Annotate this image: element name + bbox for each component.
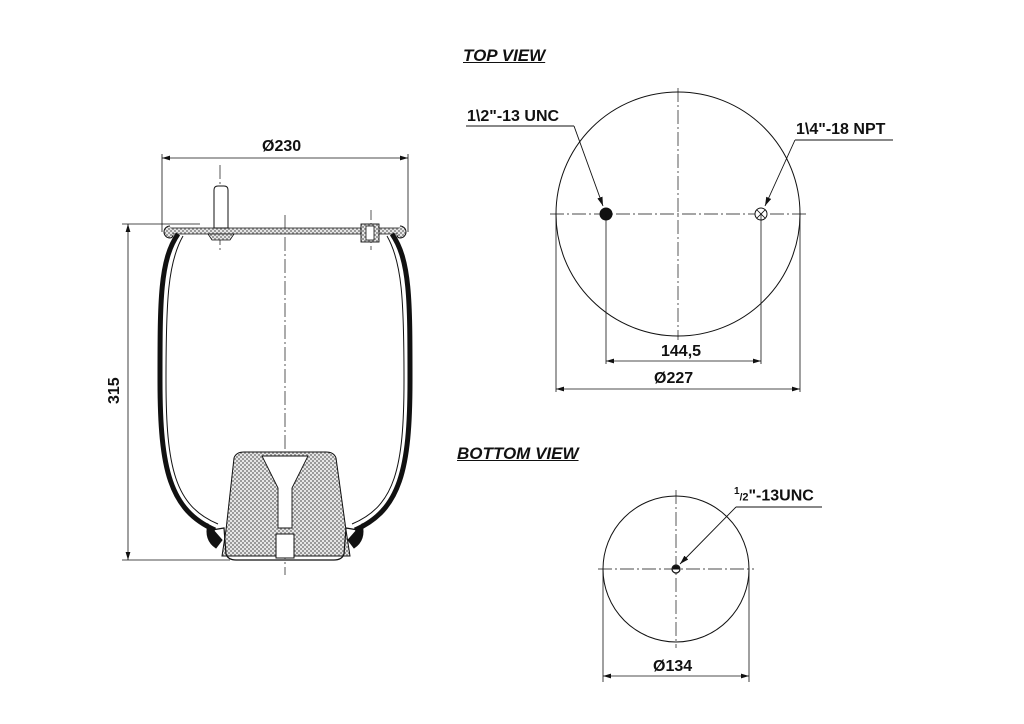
thread-spec: "-13UNC [748, 487, 814, 505]
side-diameter-label: Ø230 [262, 138, 302, 155]
bottom-view [598, 490, 822, 682]
top-thread-right-label: 1\4"-18 NPT [796, 121, 886, 138]
side-height-label: 315 [106, 377, 123, 404]
top-view-title: TOP VIEW [463, 46, 546, 65]
thread-fraction-den: 2 [742, 491, 749, 504]
bottom-diameter-label: Ø134 [653, 658, 693, 675]
thread-fraction-num: 1 [734, 486, 740, 497]
top-view [466, 88, 893, 392]
bottom-view-title: BOTTOM VIEW [457, 444, 579, 463]
top-diameter-label: Ø227 [654, 370, 694, 387]
side-view [122, 154, 413, 575]
bottom-thread-label: 1/2"-13UNC [734, 486, 814, 505]
fraction-slash: / [739, 492, 743, 504]
top-thread-left-label: 1\2"-13 UNC [467, 108, 560, 125]
hole-spacing-label: 144,5 [661, 343, 702, 360]
